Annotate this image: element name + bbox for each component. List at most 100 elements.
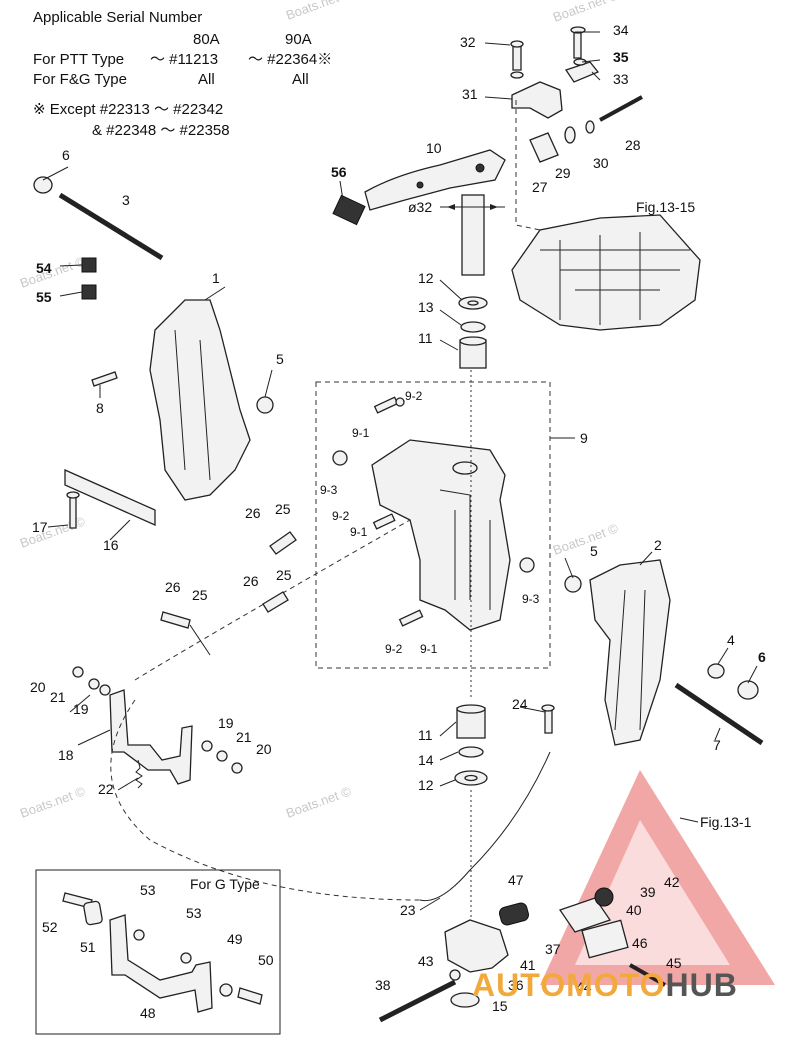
steering-arm-10 — [364, 149, 506, 211]
engine-mount-fig-13-15 — [511, 214, 701, 331]
callout-36: 36 — [508, 977, 524, 993]
fg-80a: All — [198, 71, 215, 88]
clamp-bracket-2 — [589, 559, 671, 746]
callout-9-1-c: 9-1 — [420, 642, 438, 656]
bolt-3 — [58, 192, 164, 261]
callout-55: 55 — [36, 289, 52, 305]
nut-4 — [707, 663, 725, 679]
callout-23: 23 — [400, 902, 416, 918]
ring-14 — [458, 746, 484, 758]
callout-46: 46 — [632, 935, 648, 951]
cable-dashed — [134, 519, 411, 681]
callout-26-c: 26 — [243, 573, 259, 589]
logo-text-b: HUB — [665, 967, 738, 1003]
fg-label: For F&G Type — [33, 71, 127, 88]
clip-15 — [450, 992, 480, 1008]
callout-52: 52 — [42, 919, 58, 935]
watermark: Boats.net © — [18, 513, 88, 551]
callout-19-a: 19 — [73, 701, 89, 717]
callout-10: 10 — [426, 140, 442, 156]
logo-text: AUTOMOTOHUB — [472, 967, 738, 1004]
callout-34: 34 — [613, 22, 629, 38]
callout-21-b: 21 — [236, 729, 252, 745]
callout-25-b: 25 — [192, 587, 208, 603]
callout-9-1-a: 9-1 — [352, 426, 370, 440]
ring-13 — [460, 321, 486, 333]
callout-7: 7 — [713, 737, 721, 753]
valve-40 — [558, 897, 612, 933]
bolt-7 — [674, 682, 764, 746]
sensor-26 — [269, 531, 297, 555]
bolt-34 — [573, 29, 582, 59]
callout-45: 45 — [666, 955, 682, 971]
g-type-box — [35, 869, 281, 1035]
callout-12-top: 12 — [418, 270, 434, 286]
bolt-45 — [629, 963, 666, 987]
callout-15: 15 — [492, 998, 508, 1014]
callout-16: 16 — [103, 537, 119, 553]
callout-9-1-b: 9-1 — [350, 525, 368, 539]
callout-4: 4 — [727, 632, 735, 648]
callout-42: 42 — [664, 874, 680, 890]
washer-5-left — [256, 396, 274, 414]
bolt-8 — [91, 371, 118, 387]
steering-shaft — [461, 194, 485, 276]
callout-56: 56 — [331, 164, 347, 180]
diameter-32: ø32 — [408, 199, 432, 215]
except-line-2: & #22348 ～ #22358 — [92, 122, 230, 139]
bolt-24 — [544, 707, 553, 734]
fig-13-15: Fig.13-15 — [636, 199, 695, 215]
col-90a: 90A — [285, 31, 312, 48]
nut-30 — [585, 120, 595, 134]
callout-13: 13 — [418, 299, 434, 315]
callout-38: 38 — [375, 977, 391, 993]
serial-title: Applicable Serial Number — [33, 9, 203, 26]
ptt-label: For PTT Type — [33, 51, 125, 68]
except-line-1: ※ Except #22313 ～ #22342 — [33, 101, 224, 118]
automotohub-logo — [540, 770, 775, 985]
watermark: Boats.net © — [18, 253, 88, 291]
bolt-32 — [512, 44, 522, 71]
nut-6-right — [737, 680, 759, 700]
callout-9-2-b: 9-2 — [332, 509, 350, 523]
callout-6-top: 6 — [62, 147, 70, 163]
callout-54: 54 — [36, 260, 52, 276]
bolt-17 — [69, 494, 77, 529]
nut-6-top — [33, 176, 53, 194]
g-type-label: For G Type — [190, 876, 260, 892]
callout-39: 39 — [640, 884, 656, 900]
clamp-bracket-1 — [149, 299, 251, 501]
watermark: Boats.net © — [284, 783, 354, 821]
fig-13-1: Fig.13-1 — [700, 814, 752, 830]
washer-29 — [564, 126, 576, 144]
callout-50: 50 — [258, 952, 274, 968]
callout-3: 3 — [122, 192, 130, 208]
callout-9-3-b: 9-3 — [522, 592, 540, 606]
callout-25-a: 25 — [275, 501, 291, 517]
callout-31: 31 — [462, 86, 478, 102]
callout-47: 47 — [508, 872, 524, 888]
callout-2: 2 — [654, 537, 662, 553]
fg-90a: All — [292, 71, 309, 88]
plate-54 — [81, 257, 97, 273]
plate-18 — [109, 689, 193, 785]
callout-41: 41 — [520, 957, 536, 973]
callout-25-c: 25 — [276, 567, 292, 583]
callout-8: 8 — [96, 400, 104, 416]
callout-19-b: 19 — [218, 715, 234, 731]
plate-55 — [81, 284, 97, 300]
callout-18: 18 — [58, 747, 74, 763]
callout-17: 17 — [32, 519, 48, 535]
callout-1: 1 — [212, 270, 220, 286]
callout-28: 28 — [625, 137, 641, 153]
callout-14: 14 — [418, 752, 434, 768]
bush-51 — [83, 900, 103, 926]
callout-43: 43 — [418, 953, 434, 969]
callout-26-b: 26 — [165, 579, 181, 595]
callout-53-a: 53 — [140, 882, 156, 898]
callout-30: 30 — [593, 155, 609, 171]
pad-56 — [332, 194, 366, 226]
washer-43 — [449, 969, 461, 981]
washer-5-right — [564, 575, 582, 593]
callout-32: 32 — [460, 34, 476, 50]
